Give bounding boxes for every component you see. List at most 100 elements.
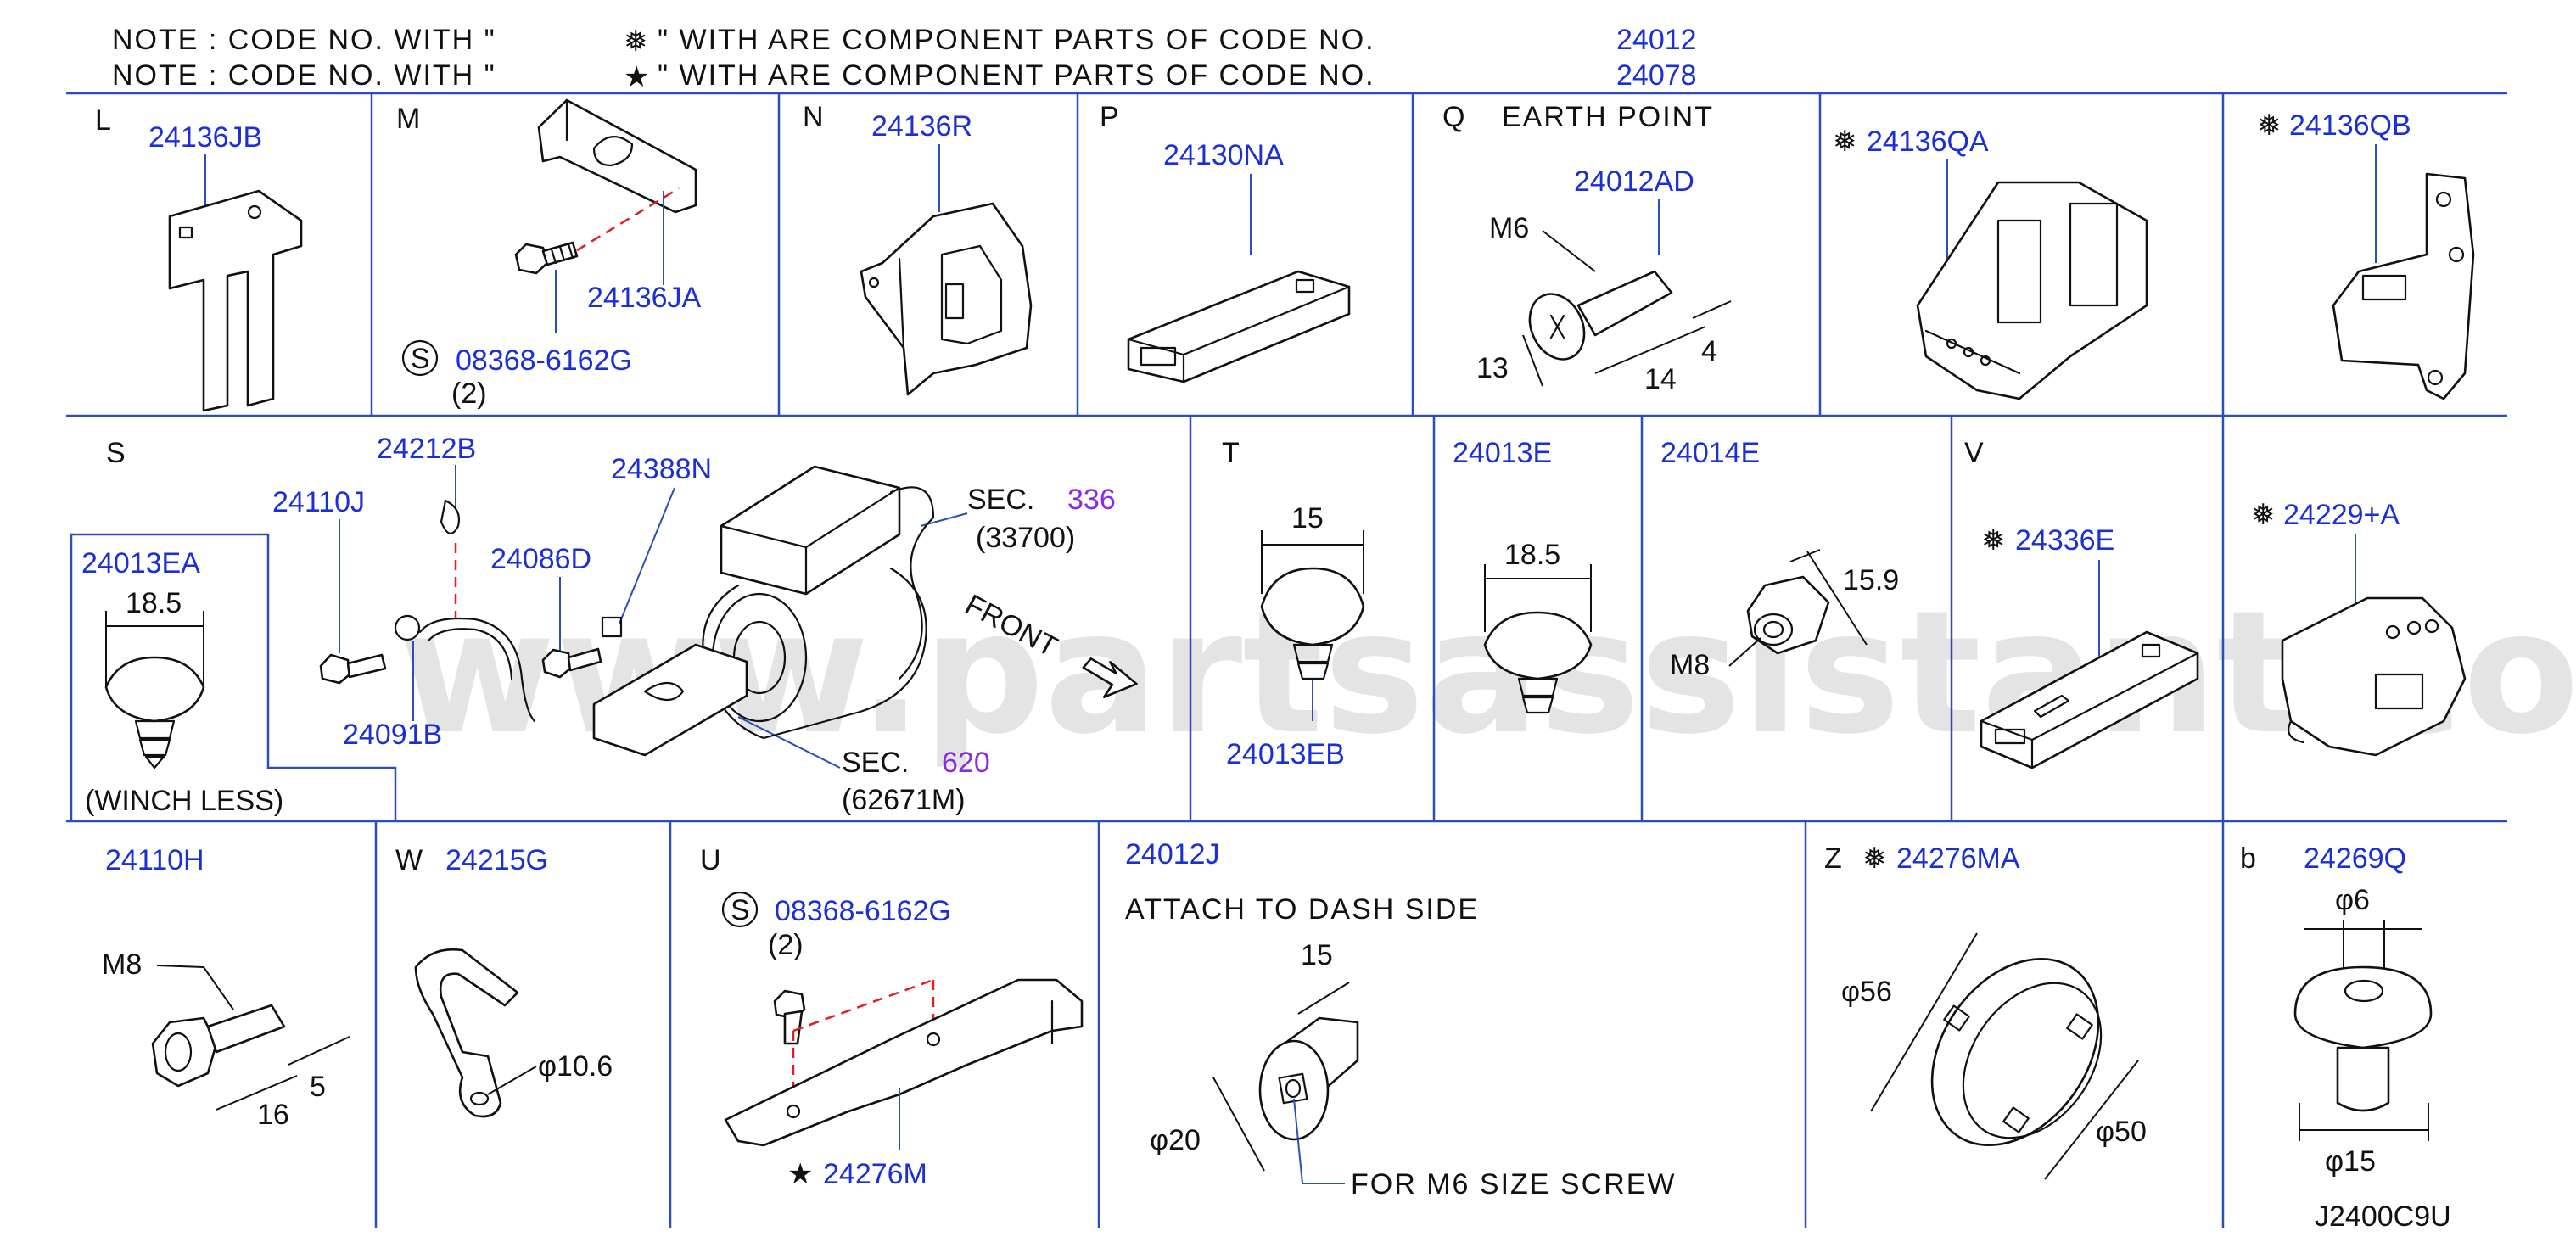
sec-620-number: 620 [942, 747, 990, 779]
cell-z-letter: Z [1824, 842, 1842, 875]
part-code-24269q: 24269Q [2304, 842, 2406, 875]
cell-b-letter: b [2240, 842, 2256, 875]
bolt-u-drawing [773, 989, 806, 1045]
part-code-24013eb: 24013EB [1226, 738, 1345, 770]
attach-note: ATTACH TO DASH SIDE [1125, 893, 1479, 926]
connector-p-drawing [1127, 270, 1351, 383]
part-code-24136jb: 24136JB [148, 121, 262, 154]
front-arrow-icon [1082, 657, 1138, 698]
cell-b: b 24269Q φ6 φ15 [2240, 842, 2433, 1178]
sec-336-number: 336 [1067, 484, 1116, 516]
note-2-prefix: NOTE : CODE NO. WITH " [112, 59, 496, 92]
part-code-24012j: 24012J [1125, 838, 1220, 870]
snow-symbol-qb: ❅ [2257, 109, 2282, 142]
sec-336-label: SEC. [967, 484, 1034, 516]
grid-frame [66, 92, 2507, 1228]
s-symbol-letter: S [411, 343, 430, 375]
part-code-08368-6162g-m: 08368-6162G [456, 344, 632, 377]
dim-14: 14 [1644, 363, 1677, 395]
dim-15-9: 15.9 [1843, 564, 1899, 596]
part-code-24136r: 24136R [871, 110, 972, 143]
sec-336-ref: (33700) [976, 522, 1075, 554]
cell-s-letter: S [106, 437, 126, 469]
snow-symbol-v: ❅ [1981, 524, 2006, 557]
note-2-suffix: " WITH ARE COMPONENT PARTS OF CODE NO. [658, 59, 1375, 92]
part-code-24130na: 24130NA [1163, 139, 1284, 171]
cell-q-title: EARTH POINT [1502, 101, 1714, 133]
dim-b-15: φ15 [2325, 1145, 2376, 1178]
screw-note: FOR M6 SIZE SCREW [1351, 1168, 1676, 1200]
cell-l: L 24136JB [95, 104, 303, 412]
bracket-qb-drawing [2332, 172, 2475, 400]
dim-z-50: φ50 [2096, 1116, 2147, 1148]
bolt-24110j-drawing [319, 653, 387, 685]
cell-24012j: 24012J ATTACH TO DASH SIDE 15 φ20 FOR M6… [1125, 838, 1676, 1200]
part-code-24013ea: 24013EA [81, 547, 200, 579]
cell-z: Z ❅ 24276MA φ56 φ50 [1824, 842, 2147, 1180]
part-code-24086d: 24086D [490, 543, 591, 575]
s-symbol-circle [401, 339, 439, 377]
cell-q-letter: Q [1442, 101, 1464, 133]
nut-24014e-drawing [1746, 575, 1830, 655]
bracket-m-drawing [537, 98, 697, 214]
part-code-24136qa: 24136QA [1867, 126, 1989, 158]
star-symbol-u: ★ [787, 1158, 813, 1190]
part-code-24276m: 24276M [823, 1158, 927, 1190]
clip-24013ea-drawing [104, 656, 205, 769]
part-code-24136qb: 24136QB [2289, 109, 2411, 142]
cell-w-letter: W [395, 844, 423, 876]
dim-b-6: φ6 [2335, 884, 2370, 916]
sec-620-label: SEC. [842, 747, 909, 779]
inset-dim-18-5: 18.5 [126, 587, 182, 619]
note-2-code: 24078 [1616, 59, 1697, 92]
inset-note-winch-less: (WINCH LESS) [85, 785, 283, 817]
cell-p: P 24130NA [1100, 101, 1351, 383]
thread-m8-24014e: M8 [1670, 649, 1710, 681]
dim-16: 16 [257, 1099, 289, 1131]
bolt-m-drawing [514, 241, 579, 275]
note-2-star-symbol: ★ [624, 61, 649, 93]
cell-m-letter: M [396, 103, 420, 135]
cell-u-letter: U [700, 844, 721, 876]
bracket-n-drawing [860, 202, 1033, 396]
part-code-24091b: 24091B [343, 719, 442, 751]
cell-p-letter: P [1100, 101, 1119, 133]
dim-j-15: 15 [1301, 939, 1333, 971]
dim-j-20: φ20 [1150, 1124, 1201, 1156]
cell-t-letter: T [1222, 437, 1240, 469]
cell-v: V ❅ 24336E [1964, 437, 2199, 769]
note-1-suffix: " WITH ARE COMPONENT PARTS OF CODE NO. [658, 24, 1375, 56]
cell-24013e: 24013E 18.5 [1453, 437, 1593, 714]
clip-24013e-drawing [1483, 611, 1593, 714]
cell-24110h: 24110H M8 16 5 [102, 844, 350, 1131]
dim-5: 5 [310, 1071, 326, 1103]
note-1-snow-symbol: ❅ [624, 25, 648, 58]
cell-n-letter: N [803, 101, 824, 133]
cell-q: Q EARTH POINT 24012AD M6 13 14 4 [1442, 101, 1732, 395]
cell-24136qb: ❅ 24136QB [2257, 109, 2475, 400]
snow-symbol-24229a: ❅ [2251, 499, 2276, 531]
part-code-24110h: 24110H [105, 844, 204, 876]
part-code-24012ad: 24012AD [1574, 165, 1694, 198]
qty-u: (2) [768, 929, 804, 961]
nut-24012j-drawing [1258, 1016, 1359, 1141]
snow-symbol-qa: ❅ [1833, 126, 1857, 158]
clip-w-drawing [414, 948, 519, 1118]
bolt-q-drawing [1528, 270, 1673, 361]
dim-t-15: 15 [1291, 502, 1324, 534]
cell-l-letter: L [95, 104, 111, 137]
cell-n: N 24136R [803, 101, 1033, 396]
clip-t-drawing [1260, 567, 1365, 680]
diagram-id: J2400C9U [2315, 1200, 2451, 1233]
thread-m6: M6 [1489, 212, 1529, 244]
dim-4: 4 [1701, 335, 1717, 367]
grommet-24269q-drawing [2293, 965, 2433, 1112]
cell-v-letter: V [1964, 437, 1984, 469]
bracket-24388n-drawing [592, 616, 748, 757]
s-symbol-letter-u: S [731, 894, 750, 926]
bracket-l-drawing [168, 189, 303, 412]
bolt-24086d-drawing [541, 647, 602, 679]
dim-z-56: φ56 [1841, 976, 1892, 1008]
dim-24013e-18-5: 18.5 [1504, 539, 1560, 571]
part-code-24336e: 24336E [2015, 524, 2114, 557]
